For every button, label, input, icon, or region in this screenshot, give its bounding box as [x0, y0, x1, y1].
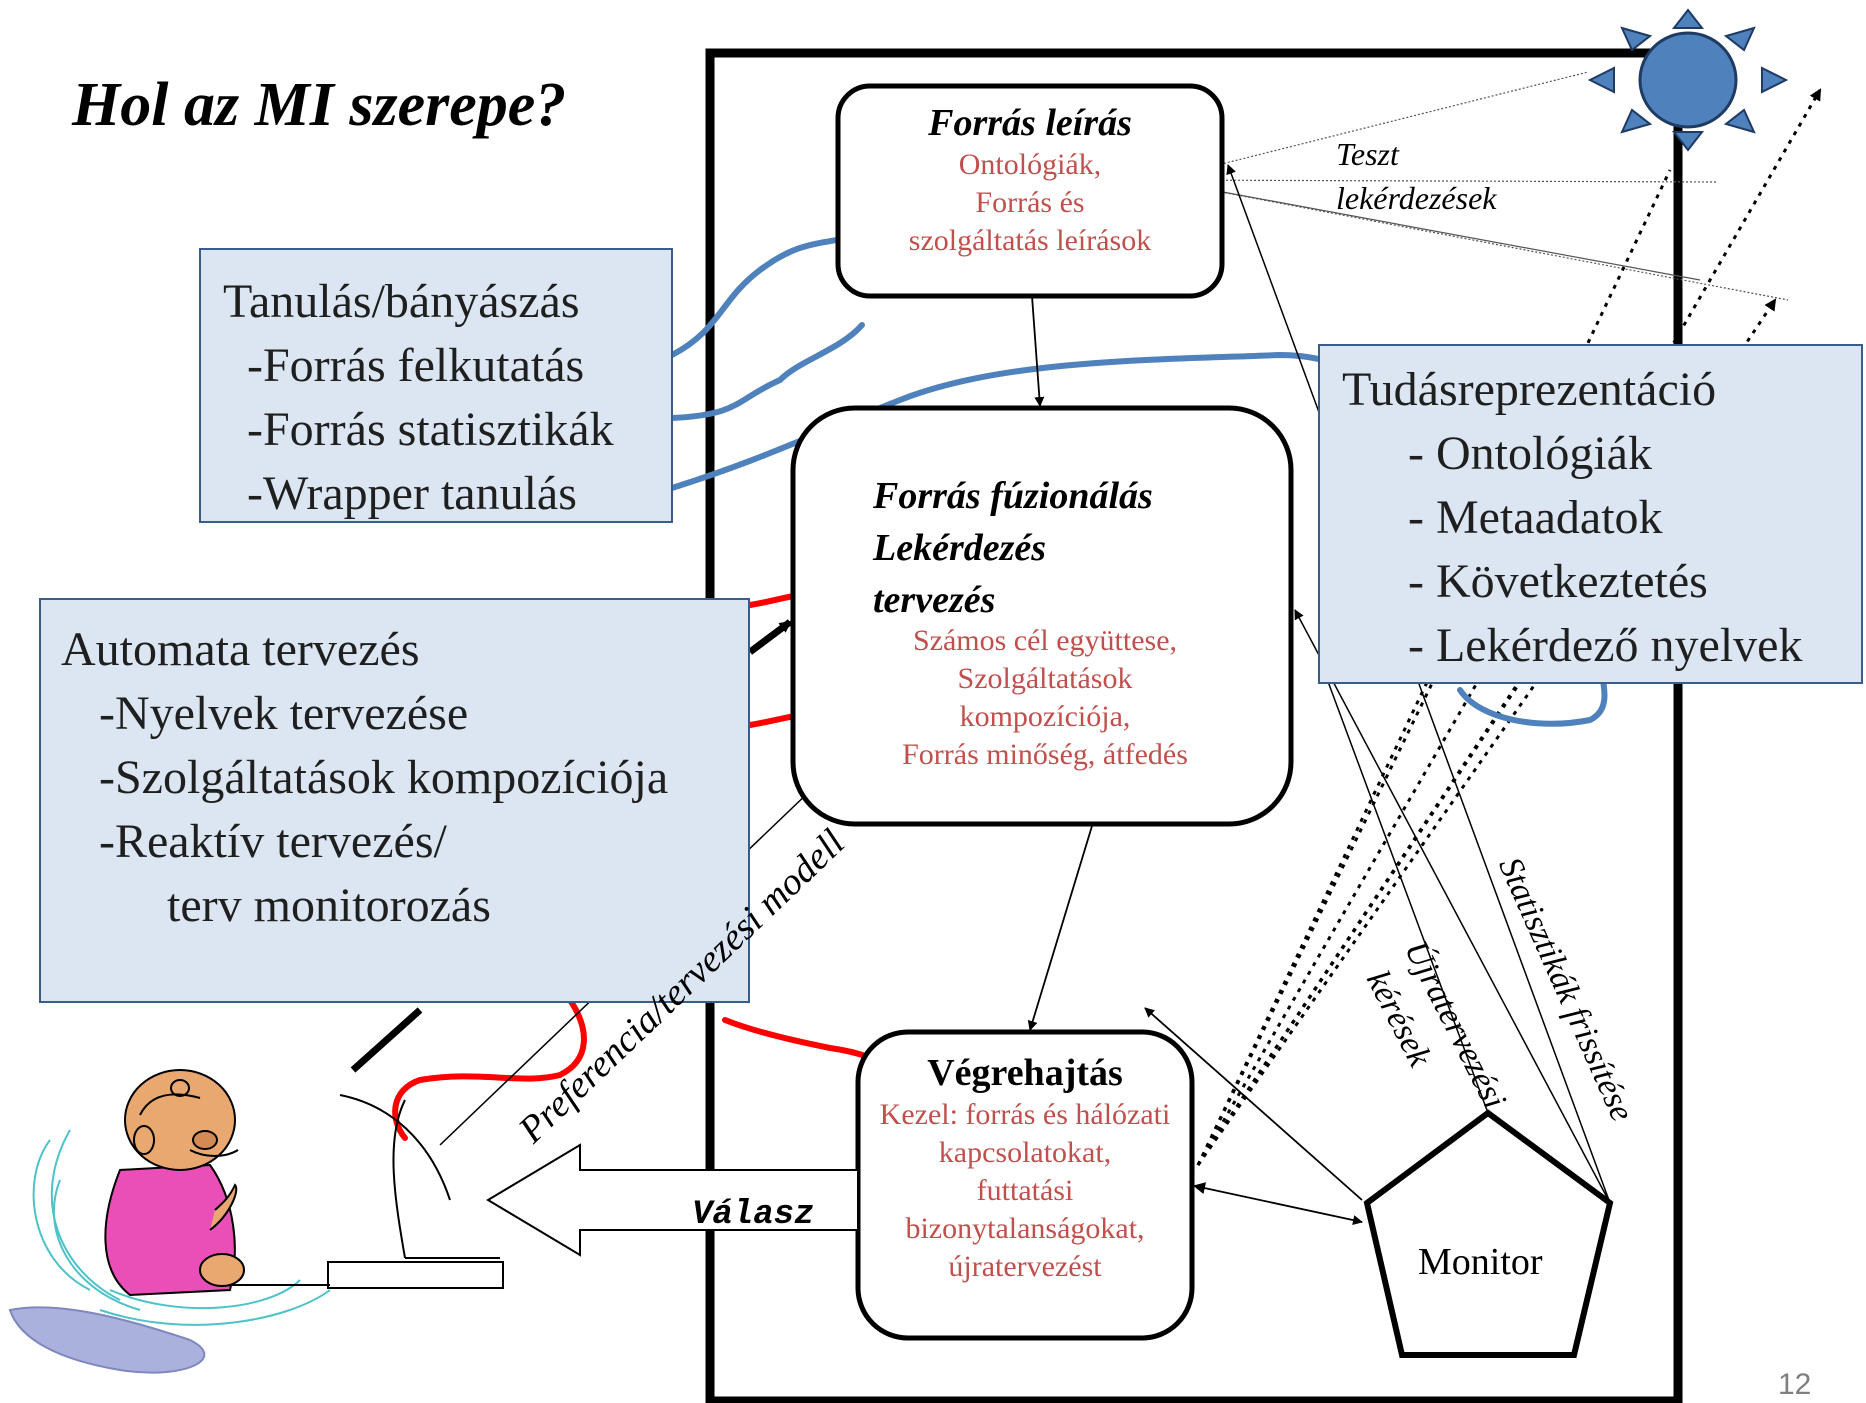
monitor-to-knowledge-line [1319, 659, 1489, 1114]
planning-box-line: Automata tervezés [61, 623, 420, 676]
source-fusion-heading-line: tervezés [873, 579, 996, 621]
sun-icon [1587, 8, 1789, 152]
planning-box-line: terv monitorozás [167, 879, 491, 932]
planning-box-line: -Nyelvek tervezése [99, 687, 469, 740]
learning-box-line: -Forrás statisztikák [247, 403, 614, 456]
execution-content: Végrehajtás Kezel: forrás és hálózati ka… [858, 1050, 1192, 1286]
source-description-content: Forrás leírás Ontológiák, Forrás és szol… [838, 100, 1222, 260]
execution-line: Kezel: forrás és hálózati [879, 1098, 1171, 1131]
source-fusion-line: Szolgáltatások [957, 662, 1133, 695]
description-to-fusion-arrow [1031, 295, 1045, 407]
learning-mining-box: Tanulás/bányászás -Forrás felkutatás -Fo… [199, 248, 673, 523]
knowledge-box-line: - Lekérdező nyelvek [1408, 619, 1803, 672]
monitor-to-top-arrow [1144, 1007, 1363, 1201]
knowledge-box-line: - Ontológiák [1408, 427, 1652, 480]
planning-arrow [747, 619, 793, 655]
monitor-label: Monitor [1418, 1241, 1543, 1283]
source-description-line: szolgáltatás leírások [908, 224, 1152, 257]
source-fusion-line: kompozíciója, [959, 700, 1131, 733]
source-description-box [835, 83, 1225, 299]
source-description-line: Ontológiák, [958, 148, 1102, 181]
test-query-lines [1157, 71, 1789, 301]
test-queries-label-1: Teszt [1336, 136, 1399, 172]
source-description-heading: Forrás leírás [928, 102, 1132, 144]
page-number: 12 [1778, 1368, 1812, 1401]
execution-heading: Végrehajtás [927, 1052, 1123, 1094]
learning-box-line: -Wrapper tanulás [247, 467, 577, 520]
learning-box-line: Tanulás/bányászás [223, 275, 580, 328]
source-fusion-box [790, 405, 1294, 827]
source-fusion-heading: Forrás fúzionálás Lekérdezés tervezés [873, 470, 1153, 626]
source-description-line: Forrás és [975, 186, 1085, 219]
answer-label: Válasz [692, 1196, 815, 1234]
knowledge-representation-box: Tudásreprezentáció - Ontológiák - Metaad… [1318, 344, 1863, 684]
person-at-desk-icon [8, 1069, 504, 1374]
answer-arrow [486, 1143, 859, 1257]
knowledge-box-line: - Következtetés [1408, 555, 1708, 608]
monitor-to-fusion-arrow [1294, 609, 1611, 1204]
execution-line: kapcsolatokat, [938, 1136, 1112, 1169]
fusion-to-execution-arrow [1027, 825, 1093, 1031]
source-fusion-line: Számos cél együttese, [912, 624, 1178, 657]
planning-box-line: -Szolgáltatások kompozíciója [99, 751, 669, 804]
source-fusion-line: Forrás minőség, átfedés [902, 738, 1188, 771]
knowledge-box-line: - Metaadatok [1408, 491, 1663, 544]
execution-line: bizonytalanságokat, [905, 1212, 1145, 1245]
planning-box-line: -Reaktív tervezés/ [99, 815, 447, 868]
source-fusion-heading-line: Forrás fúzionálás [873, 475, 1153, 517]
monitor-stat-update-arrow [1226, 164, 1611, 1204]
black-thick-line [350, 1007, 423, 1073]
automated-planning-box: Automata tervezés -Nyelvek tervezése -Sz… [39, 598, 750, 1003]
execution-monitor-arrow [1193, 1182, 1363, 1225]
monitor-pentagon [1363, 1109, 1614, 1358]
knowledge-box-line: Tudásreprezentáció [1342, 363, 1717, 416]
test-queries-label-2: lekérdezések [1336, 180, 1497, 216]
learning-box-line: -Forrás felkutatás [247, 339, 585, 392]
page-title: Hol az MI szerepe? [72, 71, 567, 139]
execution-line: újratervezést [948, 1250, 1102, 1283]
execution-line: futtatási [976, 1174, 1074, 1207]
source-fusion-content: Számos cél együttese, Szolgáltatások kom… [855, 622, 1235, 774]
test-query-line [1157, 179, 1701, 281]
source-fusion-heading-line: Lekérdezés [873, 527, 1047, 569]
